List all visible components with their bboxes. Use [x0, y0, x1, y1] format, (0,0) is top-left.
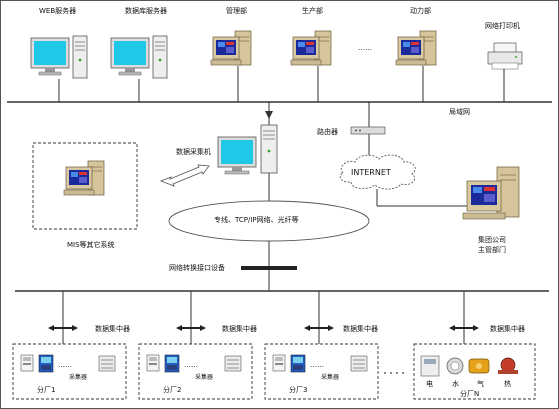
meter-icon [20, 354, 34, 372]
production-pc-icon [290, 30, 332, 66]
internet-cloud-icon [339, 154, 416, 190]
converter-label: 网络转换接口设备 [169, 264, 225, 272]
water-label: 水 [452, 380, 459, 388]
router-label: 路由器 [317, 128, 338, 136]
management-pc-icon [210, 30, 252, 66]
lan-drops [58, 66, 505, 102]
f1-collector-label: 采集器 [69, 374, 88, 381]
network-cloud-label: 专线、TCP/IP网络、光纤等 [214, 216, 299, 224]
collector-arrow-icon [265, 111, 273, 119]
internet-label: INTERNET [351, 168, 391, 177]
heat-label: 热 [504, 380, 511, 388]
collector-device-icon [98, 355, 116, 372]
factory-2-label: 分厂2 [163, 386, 182, 394]
factory-3-label: 分厂3 [289, 386, 308, 394]
water-meter-icon [446, 357, 464, 375]
mis-label: MIS等其它系统 [67, 241, 115, 249]
collector-label: 数据采集机 [176, 148, 211, 156]
electric-meter-icon [420, 355, 440, 377]
meter-icon [146, 354, 160, 372]
router-icon [350, 126, 386, 135]
db-server-label: 数据库服务器 [125, 7, 167, 15]
collector-device-icon [350, 355, 368, 372]
factory-3-box [264, 343, 379, 400]
concentrator-1-label: 数据集中器 [95, 325, 130, 333]
db-server-icon [110, 35, 168, 79]
ellipsis-dots [384, 372, 404, 374]
gas-meter-icon [468, 358, 490, 374]
mis-box [32, 142, 138, 230]
f2-collector-label: 采集器 [195, 374, 214, 381]
meter-icon [38, 354, 54, 373]
power-label: 动力部 [410, 7, 431, 15]
power-pc-icon [395, 30, 437, 66]
printer-label: 网络打印机 [485, 22, 520, 30]
network-printer-icon [487, 42, 523, 70]
collector-device-icon [224, 355, 242, 372]
meter-icon [290, 354, 306, 373]
collector-icon [217, 124, 278, 175]
factory-n-label: 分厂N [460, 390, 480, 398]
mis-pc-icon [63, 160, 105, 196]
factory-2-box [138, 343, 253, 400]
f3-collector-label: 采集器 [321, 374, 340, 381]
production-label: 生产部 [302, 7, 323, 15]
f3-ellipsis: …… [310, 361, 324, 369]
concentrator-2-label: 数据集中器 [222, 325, 257, 333]
web-server-label: WEB服务器 [39, 7, 77, 15]
heat-meter-icon [498, 357, 518, 374]
factory-n-box [413, 343, 536, 400]
management-label: 管理部 [226, 7, 247, 15]
hq-pc-icon [462, 166, 520, 220]
exchange-arrow-icon [159, 164, 210, 187]
concentrator-3-label: 数据集中器 [343, 325, 378, 333]
converter-icon [241, 266, 297, 270]
meter-icon [272, 354, 286, 372]
meter-icon [164, 354, 180, 373]
lan-label: 局域网 [449, 108, 470, 116]
factory-1-box [12, 343, 127, 400]
web-server-icon [30, 35, 88, 79]
f1-ellipsis: …… [58, 361, 72, 369]
top-ellipsis-label: …… [358, 44, 372, 52]
electric-label: 电 [426, 380, 433, 388]
gas-label: 气 [477, 380, 484, 388]
hq-label-1: 集团公司 [478, 236, 506, 244]
hq-label-2: 主管部门 [478, 246, 506, 254]
concentrator-n-label: 数据集中器 [490, 325, 525, 333]
factory-1-label: 分厂1 [37, 386, 56, 394]
f2-ellipsis: …… [184, 361, 198, 369]
